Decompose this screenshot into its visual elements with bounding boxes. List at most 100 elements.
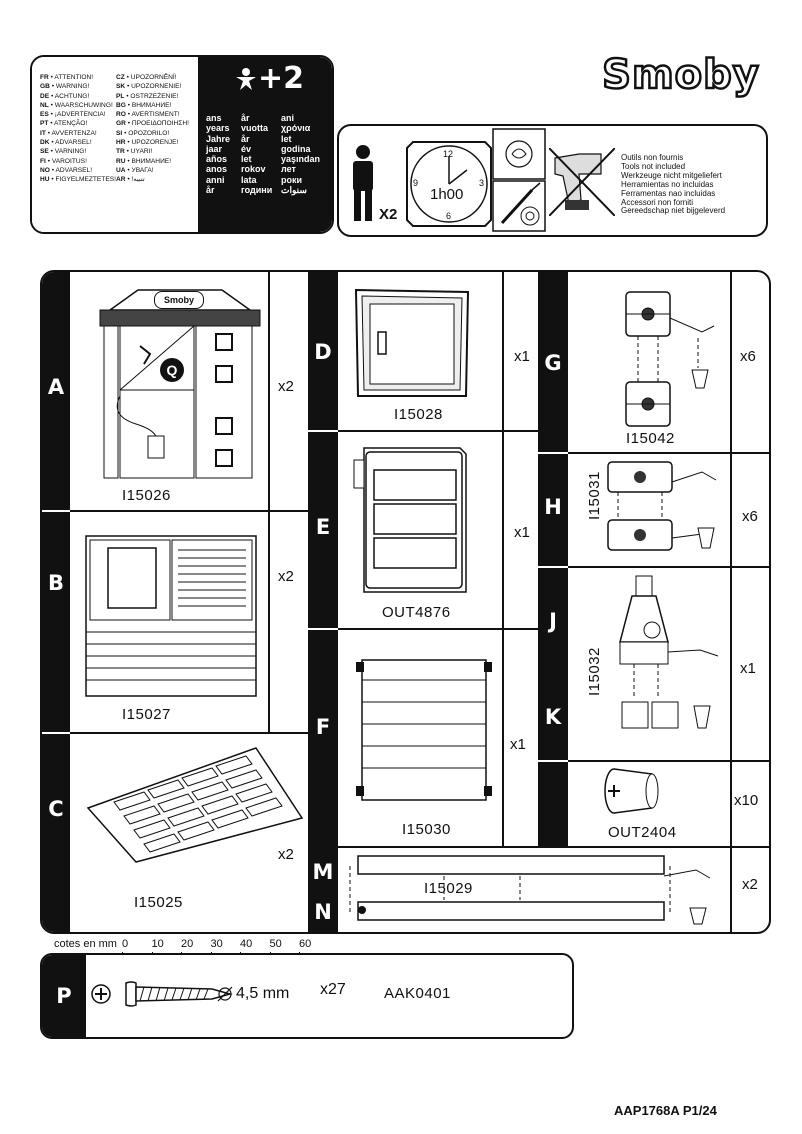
ruler-tick-label: 20 bbox=[181, 938, 194, 950]
warning-line: DK • ADVARSEL! bbox=[40, 138, 116, 147]
warning-text: !تنبيه bbox=[131, 176, 145, 184]
warning-separator: • bbox=[45, 129, 52, 137]
qty-divider-2 bbox=[502, 272, 504, 846]
warning-text: UPOZORENJE! bbox=[131, 139, 179, 147]
part-a-qty: x2 bbox=[278, 378, 294, 395]
warning-line: NO • ADVARSEL! bbox=[40, 166, 116, 175]
part-j-code: I15032 bbox=[586, 647, 603, 696]
warning-text: ВНИМАНИЕ! bbox=[131, 157, 172, 165]
warning-text: OPOZORILO! bbox=[128, 129, 170, 137]
part-d-qty: x1 bbox=[514, 348, 530, 365]
warning-text: УВАГА! bbox=[131, 166, 154, 174]
warning-text: VAROITUS! bbox=[51, 157, 87, 165]
tools-not-included-line: Herramientas no incluidas bbox=[621, 179, 714, 189]
warning-separator: • bbox=[48, 74, 55, 81]
ruler-label: cotes en mm bbox=[54, 938, 117, 950]
smoby-logo-outline bbox=[601, 55, 761, 97]
part-h-drawing bbox=[607, 461, 717, 551]
warning-text: ADVARSEL! bbox=[55, 166, 93, 174]
part-d-code: I15028 bbox=[394, 406, 443, 423]
part-letter-g: G bbox=[538, 348, 568, 378]
assembly-time: 1h00 bbox=[430, 186, 464, 203]
warning-lang-code: FI bbox=[40, 157, 46, 165]
screw-qty: x27 bbox=[320, 981, 346, 998]
ruler-tick-label: 40 bbox=[240, 938, 253, 950]
warning-lang-code: HU bbox=[40, 176, 50, 184]
part-g-drawing bbox=[625, 291, 715, 427]
age-word: år bbox=[241, 133, 250, 144]
part-g-code: I15042 bbox=[626, 430, 675, 447]
warning-languages: FR • ATTENTION!GB • WARNING!DE • ACHTUNG… bbox=[32, 57, 198, 232]
age-word: let bbox=[241, 154, 252, 165]
age-word: ans bbox=[206, 113, 222, 123]
part-l-drawing bbox=[604, 768, 659, 814]
warning-lang-code: PT bbox=[40, 120, 49, 128]
ruler-tick-label: 10 bbox=[151, 938, 164, 950]
age-word: χρόνια bbox=[281, 123, 311, 134]
age-word: godina bbox=[281, 143, 311, 154]
warning-line: RU • ВНИМАНИЕ! bbox=[116, 157, 189, 166]
part-h-qty: x6 bbox=[742, 508, 758, 525]
part-letter-a: A bbox=[42, 372, 70, 402]
warning-text: UPOZORNĚNÍ! bbox=[130, 74, 177, 81]
row-sep-hj bbox=[538, 566, 769, 568]
warning-lang-code: ES bbox=[40, 111, 49, 119]
warning-line: DE • ACHTUNG! bbox=[40, 92, 116, 101]
clock-6: 6 bbox=[446, 211, 452, 221]
part-a-logo: Smoby bbox=[154, 291, 204, 309]
screw-diameter: 4,5 mm bbox=[236, 985, 290, 1002]
warning-separator: • bbox=[49, 83, 56, 91]
part-c-qty: x2 bbox=[278, 846, 294, 863]
age-word: år bbox=[241, 113, 250, 123]
tools-not-included-line: Ferramentas nao incluidas bbox=[621, 188, 716, 198]
warning-separator: • bbox=[125, 166, 132, 174]
age-word: let bbox=[281, 133, 292, 144]
warning-lang-code: SE bbox=[40, 148, 49, 156]
ruler-tick-label: 60 bbox=[299, 938, 312, 950]
part-g-qty: x6 bbox=[740, 348, 756, 365]
part-letter-m: M bbox=[308, 858, 338, 886]
part-l-code: OUT2404 bbox=[608, 824, 677, 841]
warning-line: HR • UPOZORENJE! bbox=[116, 138, 189, 147]
part-letter-d: D bbox=[308, 337, 338, 367]
warning-lines bbox=[32, 57, 198, 232]
warning-lang-code: RU bbox=[116, 157, 126, 165]
document-reference: AAP1768A P1/24 bbox=[614, 1103, 717, 1118]
warning-lang-code: AR bbox=[116, 176, 126, 184]
screw-code: AAK0401 bbox=[384, 985, 451, 1002]
warning-line: FI • VAROITUS! bbox=[40, 157, 116, 166]
part-m-code: I15029 bbox=[424, 880, 473, 897]
warning-lang-code: DK bbox=[40, 139, 50, 147]
part-c-code: I15025 bbox=[134, 894, 183, 911]
warning-text: ACHTUNG! bbox=[54, 92, 90, 100]
tools-not-included-line: Gereedschap niet bijgeleverd bbox=[621, 206, 726, 216]
warning-separator: • bbox=[125, 120, 132, 128]
person-icon bbox=[353, 145, 373, 221]
ruler-tick-label: 50 bbox=[269, 938, 282, 950]
age-word: anos bbox=[206, 164, 228, 175]
warning-separator: • bbox=[124, 92, 131, 100]
part-letter-p: P bbox=[42, 955, 86, 1037]
warning-lang-code: BG bbox=[116, 101, 126, 109]
row-sep-bc bbox=[70, 732, 310, 734]
warning-text: ΠΡΟΕΙΔΟΠΟΙΗΣΗ! bbox=[131, 120, 189, 128]
brand-name: Smoby bbox=[601, 51, 760, 100]
warning-lang-code: TR bbox=[116, 148, 125, 156]
row-sep-de bbox=[308, 430, 540, 432]
warning-separator: • bbox=[49, 139, 56, 147]
part-j-qty: x1 bbox=[740, 660, 756, 677]
warning-lang-code: PL bbox=[116, 92, 125, 100]
part-b-qty: x2 bbox=[278, 568, 294, 585]
warning-separator: • bbox=[49, 92, 55, 100]
warning-line: PT • ATENÇÃO! bbox=[40, 119, 116, 128]
warning-text: FIGYELMEZTETES! bbox=[55, 176, 116, 184]
warning-lang-code: FR bbox=[40, 74, 49, 81]
bar-sep-hj bbox=[538, 566, 568, 568]
age-word: jaar bbox=[206, 143, 223, 154]
warning-line: SI • OPOZORILO! bbox=[116, 129, 189, 138]
age-word: years bbox=[206, 123, 230, 134]
bar-sep-gh bbox=[538, 452, 568, 454]
